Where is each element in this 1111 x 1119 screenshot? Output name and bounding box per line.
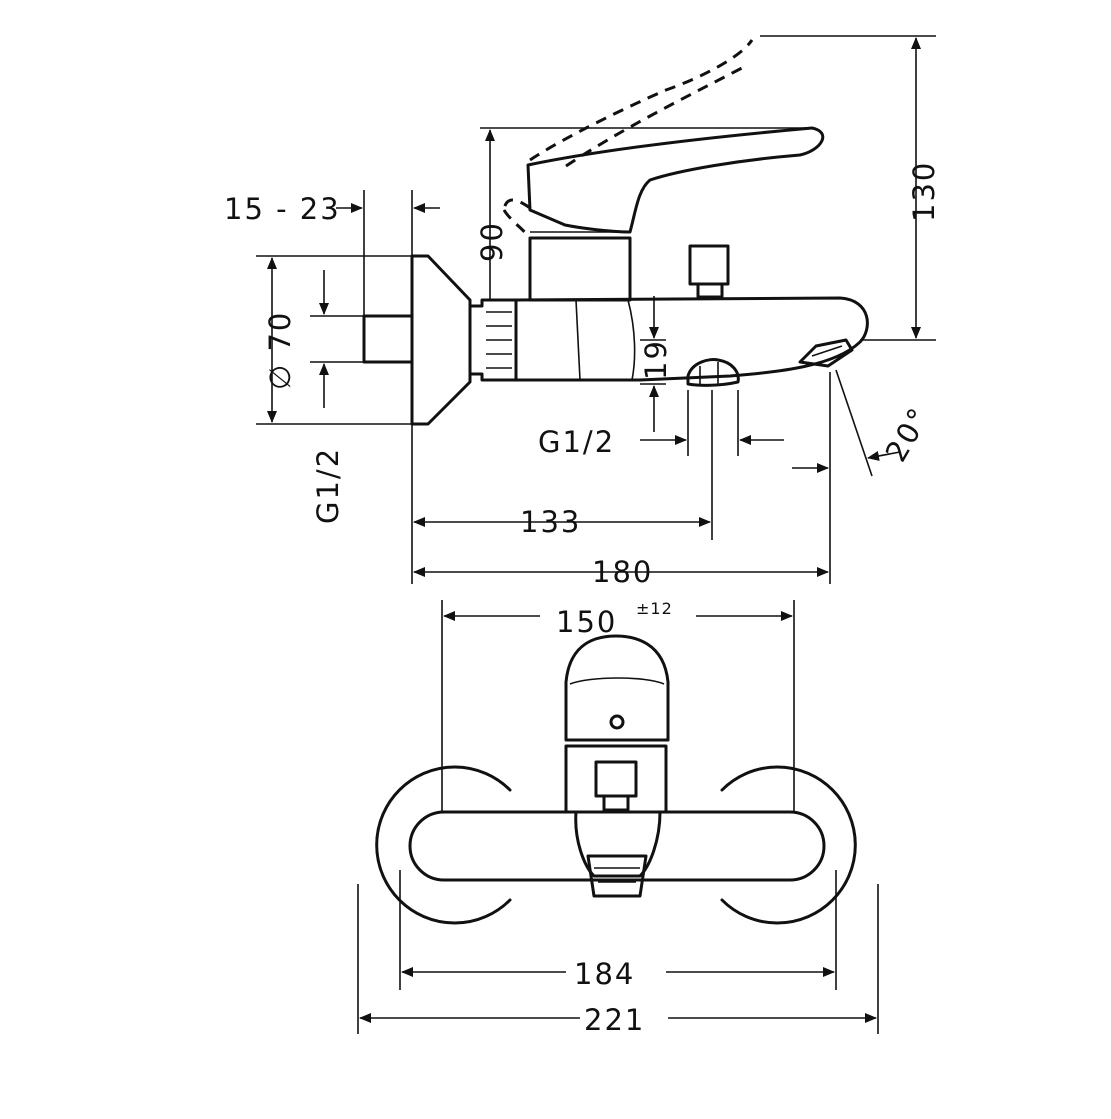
label-centers: 150 xyxy=(556,605,617,639)
label-width-total: 221 xyxy=(584,1003,645,1037)
lever-screw xyxy=(609,714,625,730)
side-extension-lines xyxy=(256,35,936,584)
label-wall-depth: 15 - 23 xyxy=(224,192,341,226)
label-connection-height: 90 xyxy=(475,221,509,262)
label-outlet-thread: G1/2 xyxy=(538,425,615,459)
front-dimension-lines xyxy=(359,611,877,1023)
aerator-outlet xyxy=(686,358,740,387)
front-aerator xyxy=(586,854,648,898)
label-spout-outlet: 19 xyxy=(639,339,673,380)
front-extension-lines xyxy=(357,600,879,1034)
front-spout xyxy=(574,810,662,878)
dimension-labels: 15 - 23 ∅ 70 90 130 19 G1/2 G1/2 133 180… xyxy=(224,161,941,1037)
label-inlet-thread: G1/2 xyxy=(311,447,345,524)
right-rosette xyxy=(720,765,857,925)
label-centers-tolerance: ±12 xyxy=(636,599,673,618)
spout-outlet xyxy=(798,338,854,368)
side-dimension-lines xyxy=(267,37,921,577)
label-projection-outlet: 133 xyxy=(520,505,581,539)
left-rosette xyxy=(375,765,512,925)
lever-open-position xyxy=(529,39,754,162)
inlet-pipe xyxy=(362,314,414,364)
front-view xyxy=(375,634,857,925)
label-flange-diameter: ∅ 70 xyxy=(263,311,297,390)
label-projection-total: 180 xyxy=(592,555,653,589)
front-lever xyxy=(564,634,670,742)
front-body-upper xyxy=(564,744,668,814)
label-total-height: 130 xyxy=(907,161,941,222)
cartridge-housing xyxy=(528,236,632,302)
side-view xyxy=(362,39,873,477)
label-outlet-angle: 20° xyxy=(879,401,937,468)
lever-handle xyxy=(526,126,825,234)
front-diverter xyxy=(594,760,638,798)
front-body xyxy=(408,810,826,882)
label-width-inner: 184 xyxy=(574,957,635,991)
wall-flange xyxy=(410,254,472,426)
diverter-knob xyxy=(688,244,730,286)
